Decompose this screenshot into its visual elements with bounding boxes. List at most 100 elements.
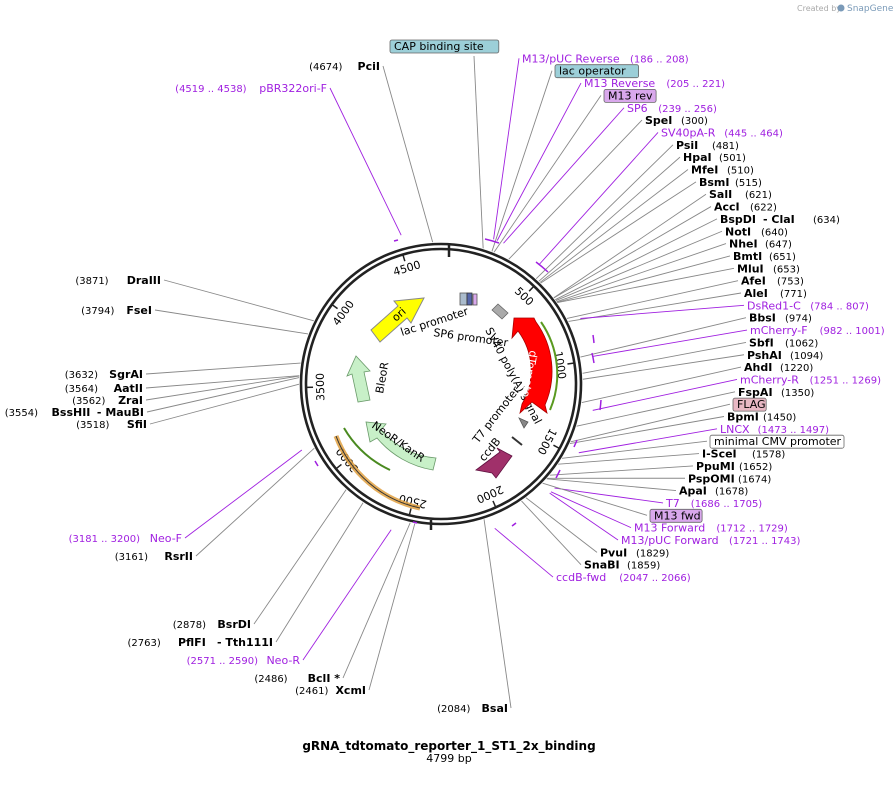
- enzyme-name: I-SceI: [702, 448, 737, 461]
- map-label-bspdi[interactable]: BspDI- ClaI(634): [720, 213, 840, 226]
- map-label-sgrai[interactable]: SgrAI(3632): [65, 368, 143, 381]
- leader-line: [491, 70, 553, 252]
- map-label-sv40pa-r[interactable]: SV40pA-R(445 .. 464): [661, 126, 783, 139]
- map-label-bcli-[interactable]: BclI *(2486): [254, 672, 340, 685]
- map-label-bsmi[interactable]: BsmI(515): [699, 176, 762, 189]
- t7-promoter-label: T7 promoter: [470, 384, 523, 447]
- map-label-noti[interactable]: NotI(640): [725, 225, 788, 238]
- map-label-snabi[interactable]: SnaBI(1859): [584, 559, 660, 572]
- enzyme-name: SgrAI: [109, 368, 143, 381]
- tick-label: 2000: [474, 482, 505, 505]
- map-label-alei[interactable]: AleI(771): [744, 287, 807, 300]
- map-label-bsrdi[interactable]: BsrDI(2878): [173, 618, 251, 631]
- map-label-apai[interactable]: ApaI(1678): [679, 485, 748, 498]
- map-label-mcherry-f[interactable]: mCherry-F(982 .. 1001): [750, 324, 885, 337]
- map-label-dsred1-c[interactable]: DsRed1-C(784 .. 807): [747, 299, 869, 312]
- map-label-zrai[interactable]: ZraI(3562): [72, 394, 143, 407]
- map-label-mlui[interactable]: MluI(653): [737, 262, 800, 275]
- map-label-cap-binding-site[interactable]: CAP binding site: [389, 39, 500, 54]
- primer-name: M13/pUC Forward: [621, 534, 719, 547]
- map-label-m13-rev[interactable]: M13 rev: [603, 89, 657, 103]
- map-label-m13-puc-forward[interactable]: M13/pUC Forward(1721 .. 1743): [621, 534, 801, 547]
- map-label-bmti[interactable]: BmtI(651): [733, 250, 796, 263]
- map-label-hpai[interactable]: HpaI(501): [683, 151, 746, 164]
- backbone: [299, 242, 583, 526]
- map-label-ccdb-fwd[interactable]: ccdB-fwd(2047 .. 2066): [556, 571, 691, 584]
- map-label-t7[interactable]: T7(1686 .. 1705): [665, 497, 762, 510]
- map-label-spei[interactable]: SpeI(300): [645, 114, 708, 127]
- enzyme-alt-name: - MauBI: [97, 406, 144, 419]
- map-label-pcii[interactable]: PciI(4674): [309, 60, 380, 73]
- map-label-m13-reverse[interactable]: M13 Reverse(205 .. 221): [584, 77, 725, 90]
- map-label-draiii[interactable]: DraIII(3871): [75, 274, 161, 287]
- map-label-nhei[interactable]: NheI(647): [729, 238, 792, 251]
- map-label-fspai[interactable]: FspAI(1350): [738, 386, 814, 399]
- map-label-sali[interactable]: SalI(621): [709, 188, 772, 201]
- map-label-m13-puc-reverse[interactable]: M13/pUC Reverse(186 .. 208): [522, 52, 689, 65]
- map-label-flag[interactable]: FLAG: [732, 397, 767, 412]
- enzyme-name: BclI *: [308, 672, 341, 685]
- map-label-afei[interactable]: AfeI(753): [741, 275, 804, 288]
- primer-arcs: [314, 238, 602, 527]
- leader-line: [538, 132, 659, 266]
- map-label-neo-r[interactable]: Neo-R(2571 .. 2590): [187, 654, 301, 667]
- label-box: [732, 397, 767, 412]
- leader-line: [553, 193, 707, 299]
- primer-name: M13 Forward: [634, 522, 705, 535]
- enzyme-name: DraIII: [127, 274, 161, 287]
- map-label-lac-operator[interactable]: lac operator: [554, 64, 639, 79]
- leader-line: [592, 379, 738, 411]
- sv40-polya-feature: [491, 303, 509, 320]
- primer-name: SP6: [627, 102, 648, 115]
- map-label-bsai[interactable]: BsaI(2084): [437, 702, 508, 715]
- map-label-ahdi[interactable]: AhdI(1220): [744, 361, 813, 374]
- m13-rev-feature: [472, 293, 478, 306]
- map-label-m13-fwd[interactable]: M13 fwd: [649, 508, 703, 523]
- map-label-pspomi[interactable]: PspOMI(1674): [688, 472, 771, 485]
- map-label-neo-f[interactable]: Neo-F(3181 .. 3200): [69, 532, 182, 545]
- leader-line: [329, 87, 402, 236]
- map-label-fsei[interactable]: FseI(3794): [81, 304, 152, 317]
- map-label-sfii[interactable]: SfiI(3518): [76, 418, 147, 431]
- map-label-m13-forward[interactable]: M13 Forward(1712 .. 1729): [634, 522, 788, 535]
- leader-line: [580, 304, 745, 319]
- label-text: CAP binding site: [394, 40, 484, 53]
- leader-line: [163, 279, 314, 322]
- leader-line: [566, 280, 739, 319]
- map-label-sbfi[interactable]: SbfI(1062): [749, 336, 818, 349]
- map-label-mcherry-r[interactable]: mCherry-R(1251 .. 1269): [740, 373, 881, 386]
- map-label-lncx[interactable]: LNCX(1473 .. 1497): [720, 423, 829, 436]
- primer-name: M13 Reverse: [584, 77, 655, 90]
- map-label-aatii[interactable]: AatII(3564): [65, 382, 143, 395]
- mcherry-f-arc: [591, 352, 595, 364]
- enzyme-name: PpuMI: [696, 460, 735, 473]
- map-label-ppumi[interactable]: PpuMI(1652): [696, 460, 772, 473]
- leader-line: [556, 243, 727, 303]
- leader-line: [592, 329, 748, 357]
- leader-line: [553, 206, 712, 299]
- map-label-psii[interactable]: PsiI(481): [676, 139, 739, 152]
- map-label-pbr322ori-f[interactable]: pBR322ori-F(4519 .. 4538): [175, 82, 327, 95]
- map-label-sp6[interactable]: SP6(239 .. 256): [627, 102, 717, 115]
- primer-name: pBR322ori-F: [259, 82, 327, 95]
- tick-mark: [331, 303, 338, 310]
- map-label-rsrii[interactable]: RsrII(3161): [115, 550, 193, 563]
- credit-text: Created by: [797, 4, 841, 13]
- map-label-bpmi[interactable]: BpmI(1450): [727, 411, 796, 424]
- map-label-pvui[interactable]: PvuI(1829): [600, 546, 669, 559]
- primer-position: (1251 .. 1269): [810, 375, 882, 386]
- neor-label: NeoR/KanR: [369, 419, 427, 465]
- enzyme-position: (634): [813, 215, 840, 226]
- enzyme-position: (3794): [81, 306, 114, 317]
- enzyme-name: SfiI: [127, 418, 147, 431]
- map-label-xcmi[interactable]: XcmI(2461): [295, 684, 366, 697]
- map-label-i-scei[interactable]: I-SceI(1578): [702, 448, 785, 461]
- map-label-mfei[interactable]: MfeI(510): [691, 164, 754, 177]
- map-label-minimal-cmv-promoter[interactable]: minimal CMV promoter: [709, 434, 845, 449]
- map-label-acci[interactable]: AccI(622): [714, 201, 777, 214]
- map-label-bbsi[interactable]: BbsI(974): [749, 312, 812, 325]
- ccdb-feature: [475, 447, 513, 479]
- map-label-pshai[interactable]: PshAI(1094): [747, 349, 823, 362]
